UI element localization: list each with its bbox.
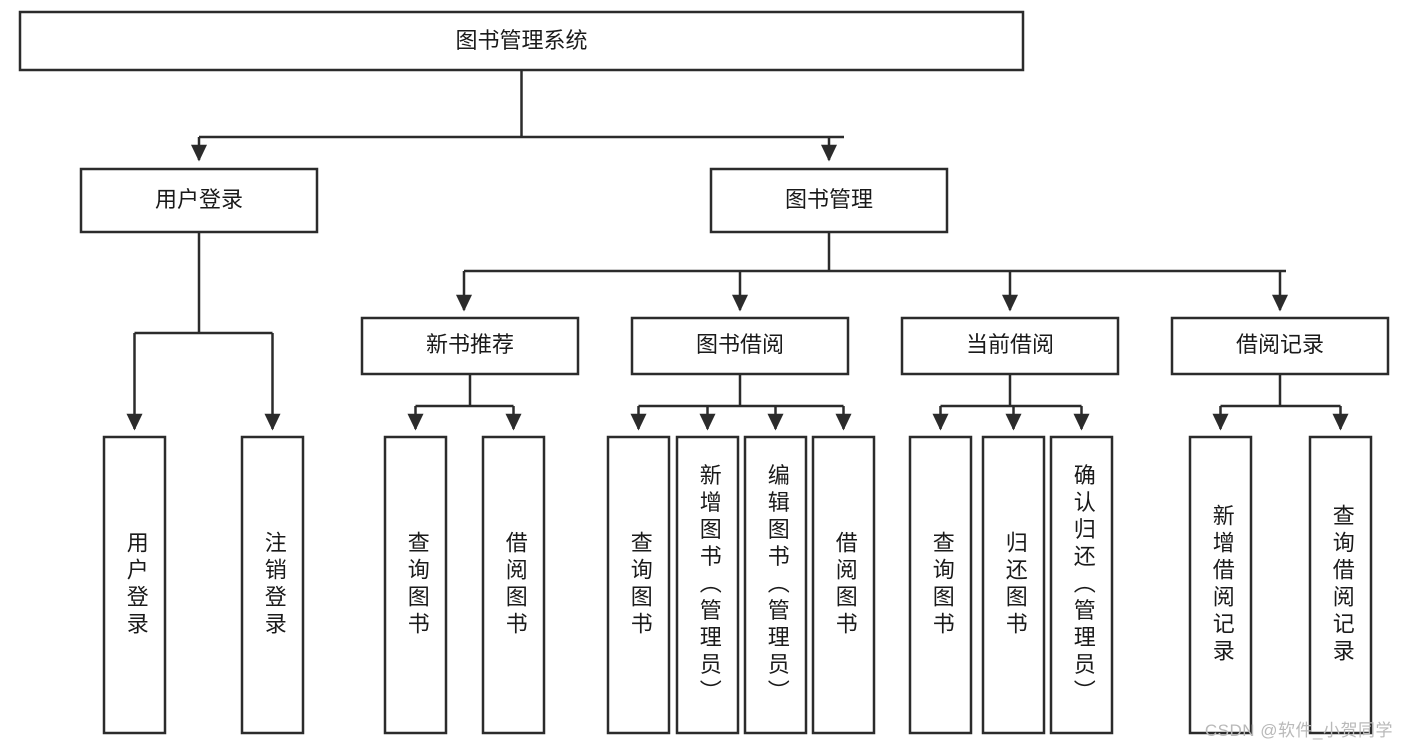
node-leaf-user-login-label: 用户登录 <box>124 531 149 639</box>
node-root-box[interactable] <box>18 10 1025 72</box>
node-book-borrow[interactable]: 图书借阅 <box>630 316 850 376</box>
node-leaf-query-book-rec[interactable]: 查询图书 <box>383 435 448 735</box>
node-leaf-edit-book-admin-box[interactable] <box>743 435 808 735</box>
node-leaf-add-borrow-record-label: 新增借阅记录 <box>1210 504 1235 666</box>
connector-borrow-record-to-leaves <box>1212 374 1349 431</box>
node-leaf-user-login[interactable]: 用户登录 <box>102 435 167 735</box>
node-leaf-confirm-return-label: 确认归还（管理员） <box>1071 464 1096 707</box>
node-current-borrow-box[interactable] <box>900 316 1120 376</box>
node-root[interactable]: 图书管理系统 <box>18 10 1025 72</box>
node-user-login-label: 用户登录 <box>155 187 243 212</box>
node-leaf-add-borrow-record-box[interactable] <box>1188 435 1253 735</box>
connector-current-borrow-to-leaves <box>932 374 1090 431</box>
node-leaf-borrow-book-brw-box[interactable] <box>811 435 876 735</box>
node-leaf-edit-book-admin[interactable]: 编辑图书（管理员） <box>743 435 808 735</box>
node-new-book-recommend-box[interactable] <box>360 316 580 376</box>
connector-root-to-level2 <box>190 70 844 162</box>
node-leaf-query-book-brw-label: 查询图书 <box>628 531 653 639</box>
csdn-watermark: CSDN @软件_小贺同学 <box>1204 721 1393 740</box>
node-current-borrow[interactable]: 当前借阅 <box>900 316 1120 376</box>
node-book-manage-box[interactable] <box>709 167 949 234</box>
node-book-manage-label: 图书管理 <box>785 187 873 212</box>
node-leaf-logout-label: 注销登录 <box>262 531 287 639</box>
node-leaf-add-book-admin-label: 新增图书（管理员） <box>697 464 722 707</box>
node-borrow-record-box[interactable] <box>1170 316 1390 376</box>
node-user-login-box[interactable] <box>79 167 319 234</box>
connector-book-borrow-to-leaves <box>630 374 852 431</box>
node-leaf-borrow-book-rec[interactable]: 借阅图书 <box>481 435 546 735</box>
node-leaf-user-login-box[interactable] <box>102 435 167 735</box>
node-leaf-query-book-cur-box[interactable] <box>908 435 973 735</box>
node-leaf-return-book-box[interactable] <box>981 435 1046 735</box>
node-current-borrow-label: 当前借阅 <box>966 332 1054 357</box>
node-leaf-borrow-book-rec-label: 借阅图书 <box>503 531 528 639</box>
connector-new-book-recommend-to-leaves <box>407 374 522 431</box>
node-leaf-add-book-admin[interactable]: 新增图书（管理员） <box>675 435 740 735</box>
node-leaf-borrow-book-brw-label: 借阅图书 <box>833 531 858 639</box>
node-book-manage[interactable]: 图书管理 <box>709 167 949 234</box>
node-leaf-logout[interactable]: 注销登录 <box>240 435 305 735</box>
node-new-book-recommend[interactable]: 新书推荐 <box>360 316 580 376</box>
node-borrow-record-label: 借阅记录 <box>1236 332 1324 357</box>
node-leaf-edit-book-admin-label: 编辑图书（管理员） <box>765 464 790 707</box>
connector-layer <box>126 70 1349 431</box>
node-root-label: 图书管理系统 <box>455 28 587 53</box>
node-leaf-return-book-label: 归还图书 <box>1003 531 1028 639</box>
node-leaf-query-borrow-record[interactable]: 查询借阅记录 <box>1308 435 1373 735</box>
node-leaf-query-borrow-record-label: 查询借阅记录 <box>1330 504 1355 666</box>
node-user-login[interactable]: 用户登录 <box>79 167 319 234</box>
node-leaf-query-borrow-record-box[interactable] <box>1308 435 1373 735</box>
node-leaf-borrow-book-brw[interactable]: 借阅图书 <box>811 435 876 735</box>
node-leaf-borrow-book-rec-box[interactable] <box>481 435 546 735</box>
node-leaf-add-book-admin-box[interactable] <box>675 435 740 735</box>
node-leaf-query-book-cur-label: 查询图书 <box>930 531 955 639</box>
node-leaf-confirm-return[interactable]: 确认归还（管理员） <box>1049 435 1114 735</box>
node-leaf-return-book[interactable]: 归还图书 <box>981 435 1046 735</box>
node-leaf-query-book-rec-box[interactable] <box>383 435 448 735</box>
node-leaf-logout-box[interactable] <box>240 435 305 735</box>
node-book-borrow-box[interactable] <box>630 316 850 376</box>
node-new-book-recommend-label: 新书推荐 <box>426 332 514 357</box>
node-leaf-query-book-brw[interactable]: 查询图书 <box>606 435 671 735</box>
node-leaf-query-book-cur[interactable]: 查询图书 <box>908 435 973 735</box>
node-leaf-query-book-brw-box[interactable] <box>606 435 671 735</box>
node-leaf-confirm-return-box[interactable] <box>1049 435 1114 735</box>
connector-book-manage-to-level3 <box>455 232 1289 312</box>
node-leaf-add-borrow-record[interactable]: 新增借阅记录 <box>1188 435 1253 735</box>
connector-user-login-to-leaves <box>126 232 281 431</box>
node-leaf-query-book-rec-label: 查询图书 <box>405 531 430 639</box>
node-book-borrow-label: 图书借阅 <box>696 332 784 357</box>
node-borrow-record[interactable]: 借阅记录 <box>1170 316 1390 376</box>
